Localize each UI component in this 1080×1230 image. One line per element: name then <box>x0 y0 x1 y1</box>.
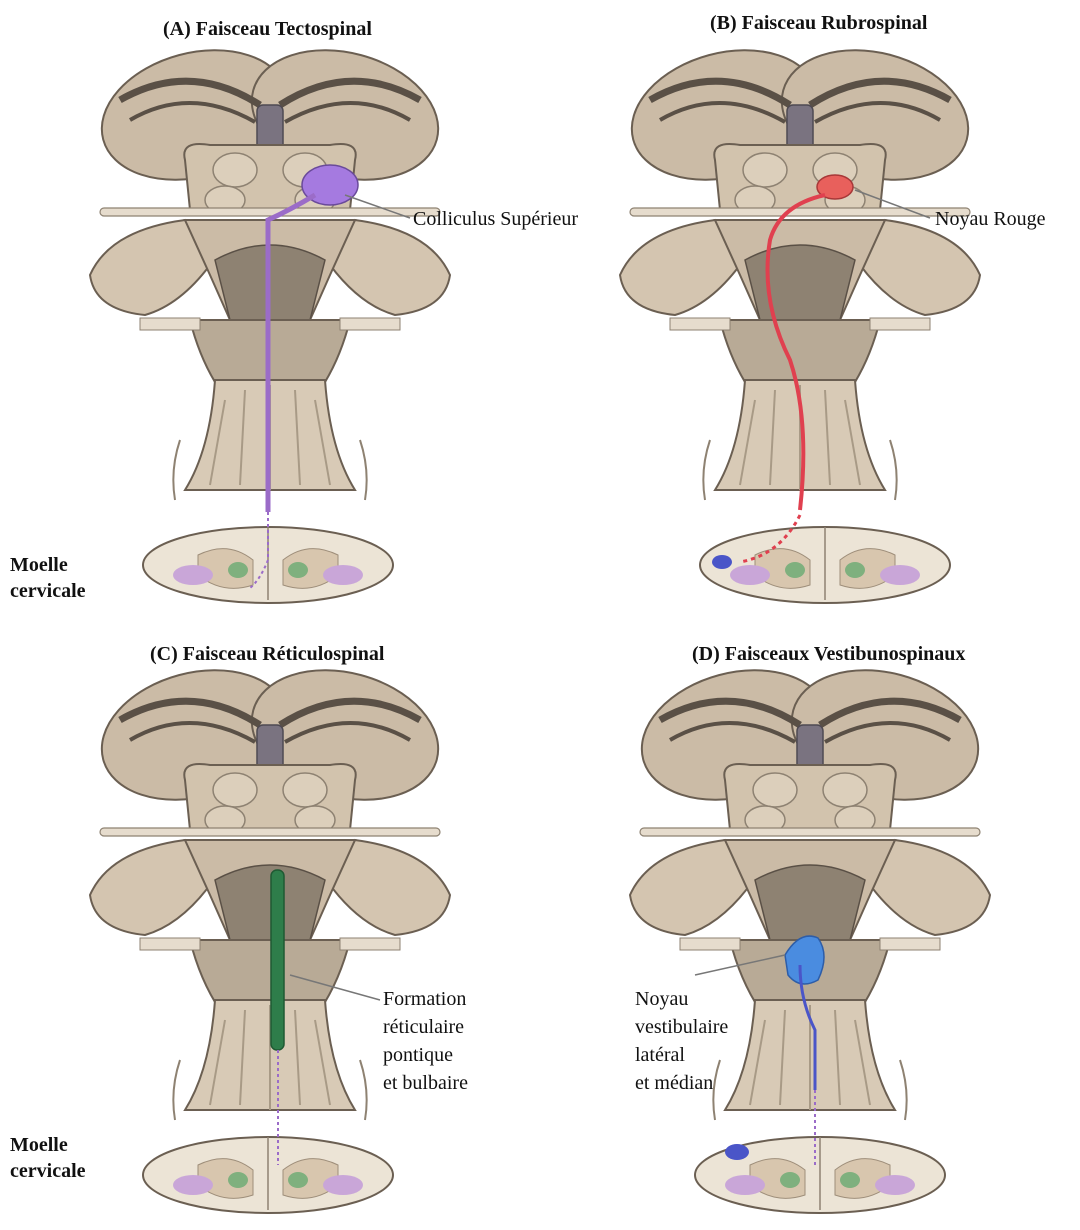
panel-b-brainstem <box>617 31 983 500</box>
colliculus-label: Colliculus Supérieur <box>413 205 578 233</box>
panel-c-reticulospinal-tract <box>271 870 284 1050</box>
panel-b-cord-section <box>700 527 950 603</box>
reticular-line-3: pontique <box>383 1041 468 1069</box>
vestibular-line-2: vestibulaire <box>635 1013 728 1041</box>
panel-c-cord-section <box>143 1137 393 1213</box>
panel-d-lateral-nucleus <box>725 1144 749 1160</box>
reticular-line-4: et bulbaire <box>383 1069 468 1097</box>
reticular-line-2: réticulaire <box>383 1013 468 1041</box>
panel-b-lateral-nucleus <box>712 555 732 569</box>
red-nucleus-label: Noyau Rouge <box>935 205 1046 233</box>
reticular-formation-label: Formation réticulaire pontique et bulbai… <box>383 985 468 1097</box>
vestibular-line-4: et médian <box>635 1069 728 1097</box>
vestibular-line-3: latéral <box>635 1041 728 1069</box>
reticular-line-1: Formation <box>383 985 468 1013</box>
vestibular-line-1: Noyau <box>635 985 728 1013</box>
vestibular-nucleus-label: Noyau vestibulaire latéral et médian <box>635 985 728 1097</box>
